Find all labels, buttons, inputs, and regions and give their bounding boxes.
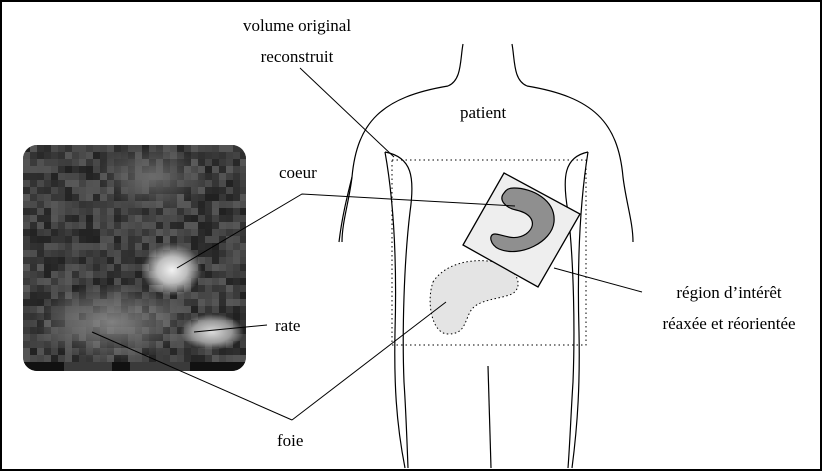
scintigraphy-image xyxy=(23,145,247,376)
scan-heart-hotspot xyxy=(142,244,202,296)
neck-right xyxy=(512,44,527,86)
label-coeur: coeur xyxy=(279,164,317,181)
label-patient: patient xyxy=(460,104,506,121)
liver-shape xyxy=(430,261,518,334)
label-rate: rate xyxy=(275,317,300,334)
scan-spleen-hotspot xyxy=(180,314,244,350)
shoulder-left xyxy=(342,86,448,242)
label-region-line2: réaxée et réorientée xyxy=(638,315,820,332)
leader-region xyxy=(554,268,642,292)
arm-left-outer xyxy=(339,177,352,242)
label-region-line1: région d’intérêt xyxy=(638,284,820,301)
leader-foie-body xyxy=(292,302,446,420)
neck-left xyxy=(448,44,463,86)
label-volume-line2: reconstruit xyxy=(192,48,402,65)
label-foie: foie xyxy=(277,432,303,449)
torso-right xyxy=(572,152,588,468)
label-volume-line1: volume original xyxy=(192,17,402,34)
legs-divider xyxy=(488,366,491,468)
